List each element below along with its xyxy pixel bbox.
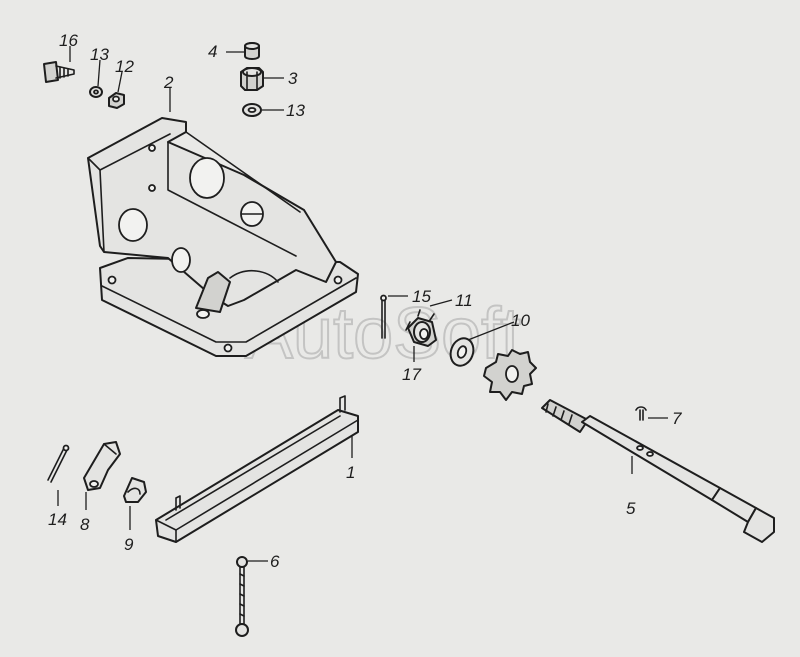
part-15-cotter-pin: [380, 294, 387, 339]
callout-6: 6: [270, 552, 280, 571]
part-7-pin: [635, 406, 647, 421]
part-4-cap-nut: [244, 42, 260, 60]
callout-15: 15: [412, 287, 431, 306]
callout-9: 9: [124, 535, 134, 554]
part-6-rod: [235, 556, 249, 637]
part-10-washer: [449, 337, 475, 367]
callout-10: 10: [511, 311, 530, 330]
callouts: 16 13 12 2 4 3 13 15 11 10 17 7 1 5 14 8…: [48, 31, 682, 571]
callout-12: 12: [115, 57, 134, 76]
part-16-bolt: [43, 61, 75, 83]
part-gear: [483, 349, 537, 401]
callout-13-left: 13: [90, 45, 109, 64]
callout-16: 16: [59, 31, 78, 50]
part-14-pin: [47, 444, 70, 483]
callout-8: 8: [80, 515, 90, 534]
part-5-shaft: [541, 399, 775, 543]
part-2-bracket: [87, 117, 359, 357]
callout-2: 2: [163, 73, 174, 92]
callout-14: 14: [48, 510, 67, 529]
part-1-channel: [155, 395, 359, 543]
callout-1: 1: [346, 463, 355, 482]
callout-4: 4: [208, 42, 217, 61]
part-17-castle-nut: [405, 309, 437, 347]
callout-17: 17: [402, 365, 421, 384]
callout-11: 11: [455, 291, 473, 310]
callout-3: 3: [288, 69, 298, 88]
part-8-clevis: [83, 441, 121, 491]
callout-13-right: 13: [286, 101, 305, 120]
part-9-clip: [123, 477, 147, 503]
callout-5: 5: [626, 499, 636, 518]
callout-7: 7: [672, 409, 682, 428]
leader-lines: [57, 46, 668, 562]
part-12-nut: [108, 92, 125, 109]
part-3-hex-nut: [240, 67, 264, 91]
